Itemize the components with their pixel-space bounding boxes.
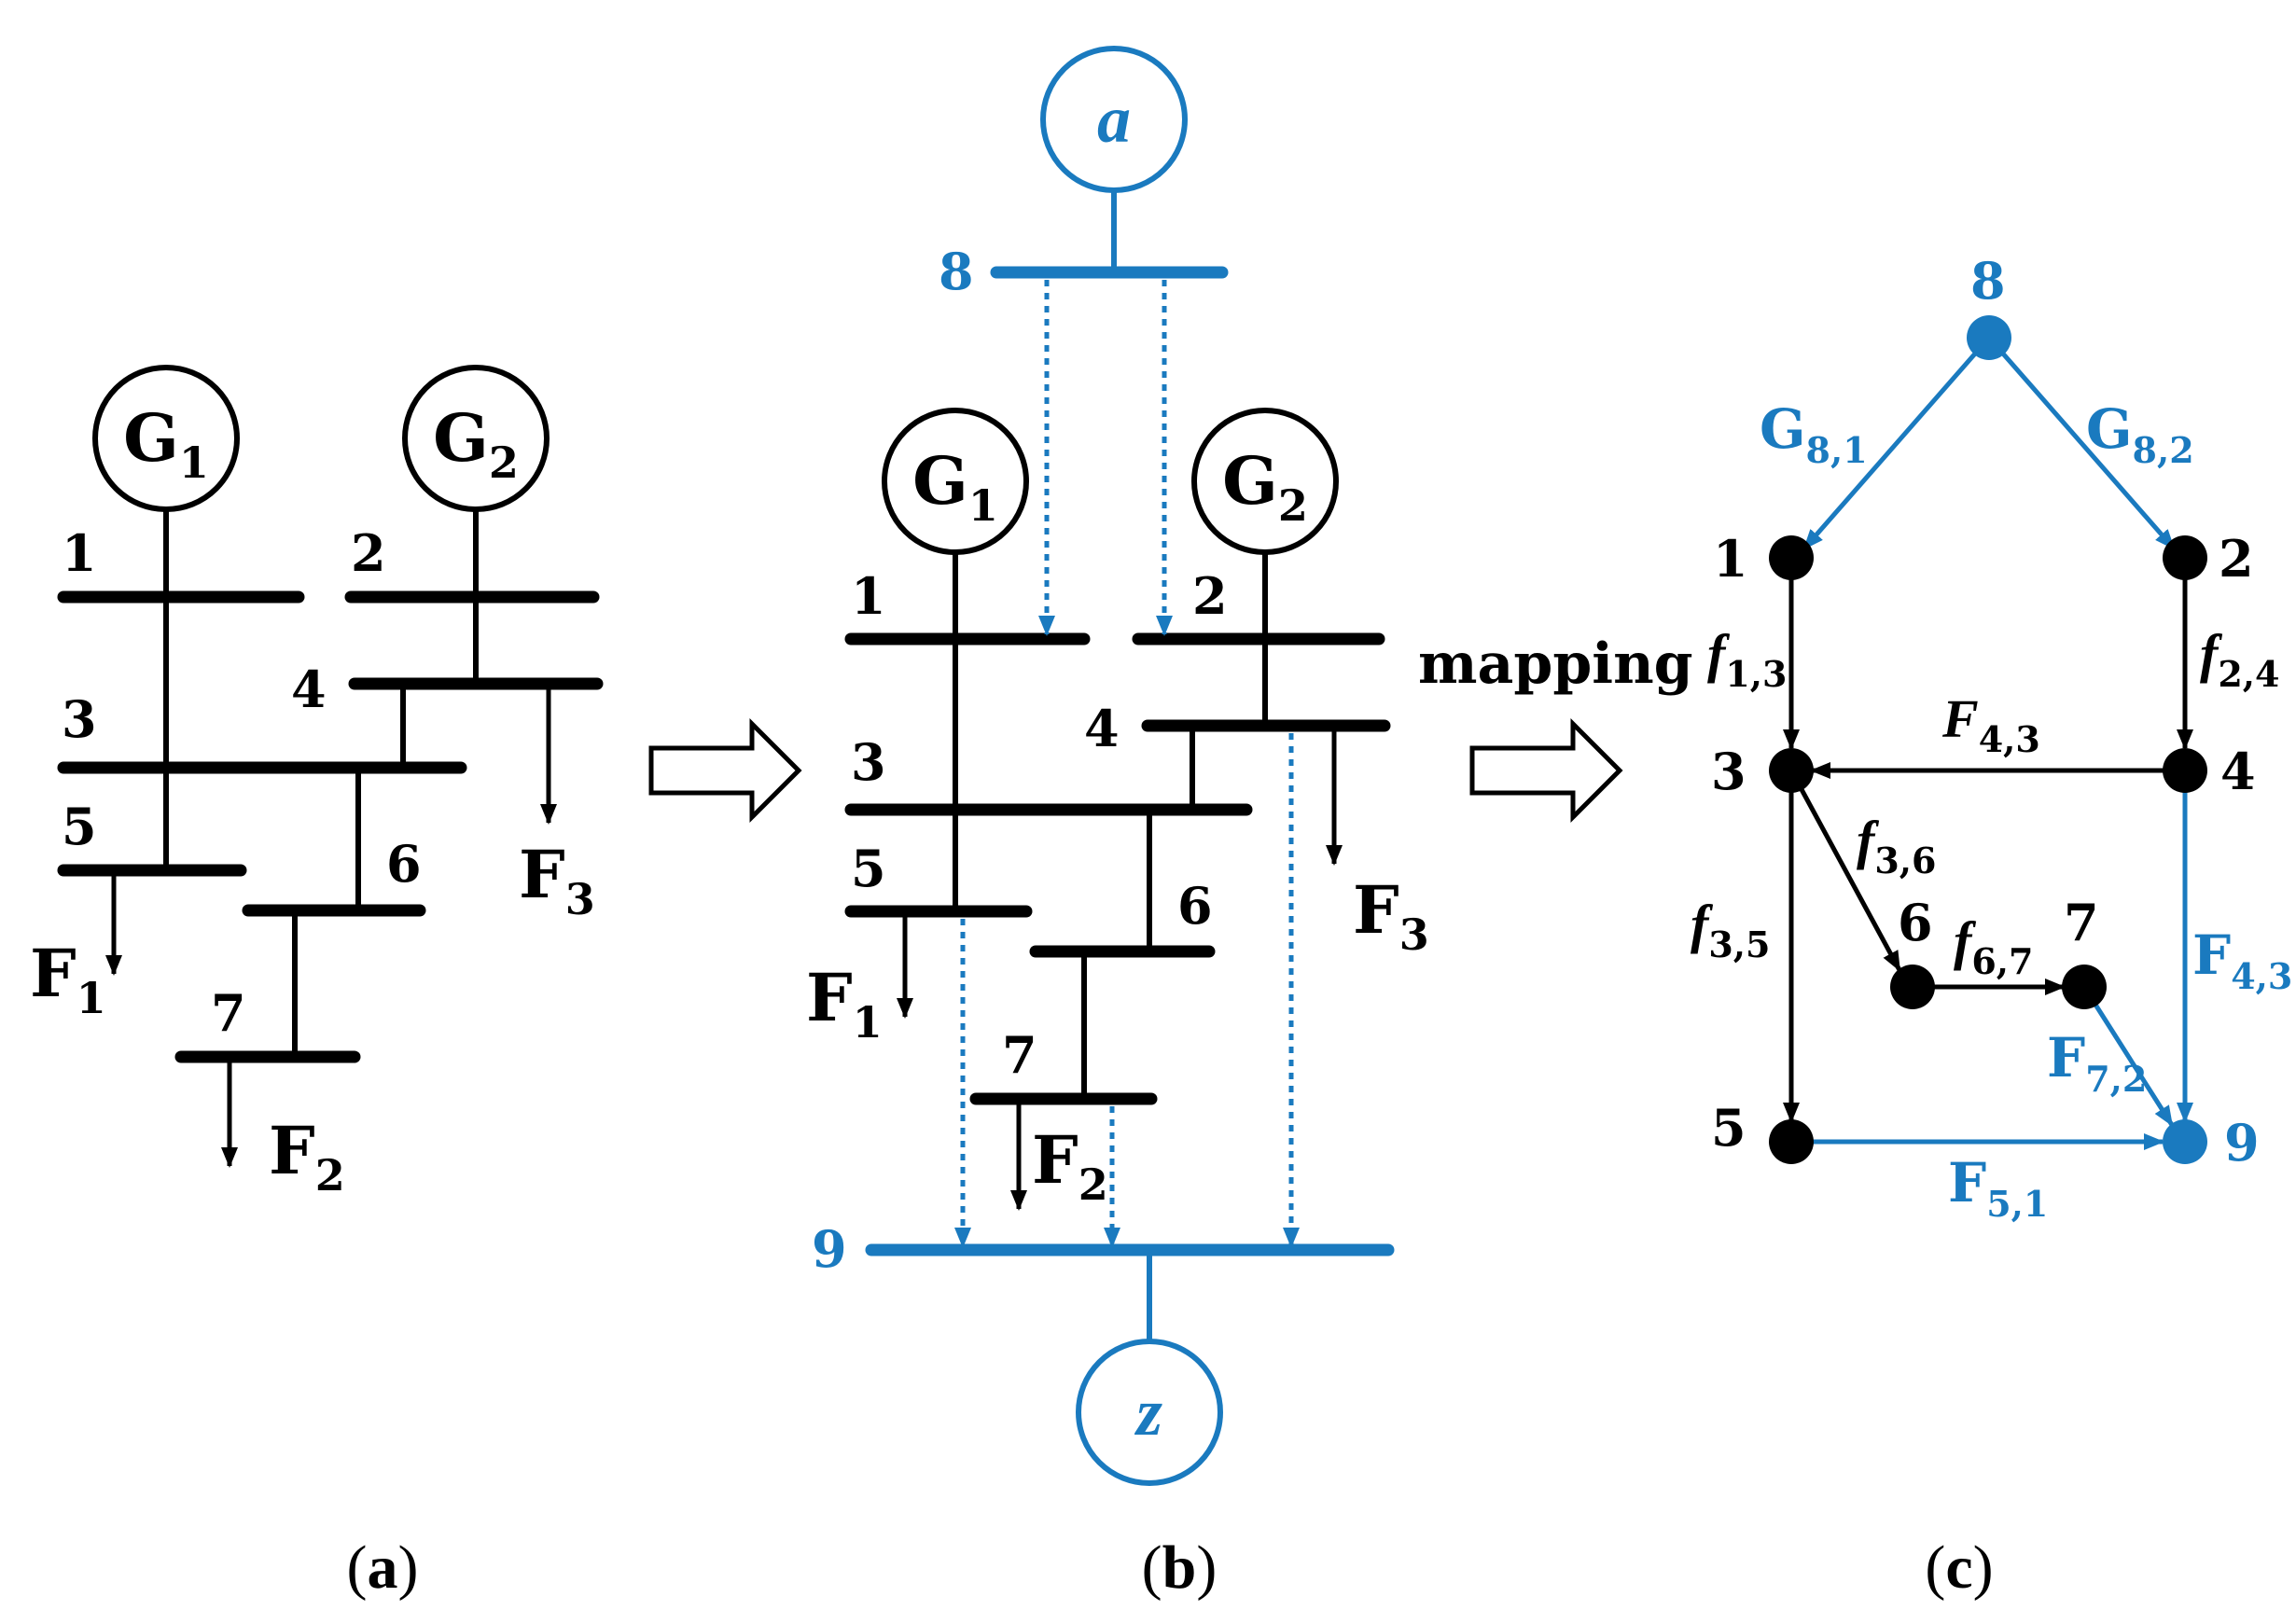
caption-b: (b) xyxy=(1142,1534,1218,1602)
panel-b: a 8 9 z G1 G2 xyxy=(806,46,1429,1486)
bus-label-5: 5 xyxy=(62,797,97,856)
bus-label-6-b: 6 xyxy=(1177,876,1213,936)
edge-3-6 xyxy=(1788,769,1902,972)
generator-g2: G2 xyxy=(402,365,550,512)
node-label-3: 3 xyxy=(1711,742,1746,801)
node-8 xyxy=(1967,315,2011,360)
node-label-4: 4 xyxy=(2220,742,2256,801)
bus-label-4: 4 xyxy=(291,659,327,719)
node-2 xyxy=(2163,535,2207,580)
bus-label-3-b: 3 xyxy=(851,732,886,792)
generator-g2-b: G2 xyxy=(1191,408,1339,555)
edge-label-f13: f1,3 xyxy=(1707,623,1787,695)
edge-label-f24: f2,4 xyxy=(2200,623,2279,695)
edge-label-f79: F7,2 xyxy=(2047,1026,2147,1100)
load-label-f1: F1 xyxy=(30,935,106,1023)
node-5 xyxy=(1769,1119,1814,1164)
node-3 xyxy=(1769,748,1814,793)
node-label-2: 2 xyxy=(2219,529,2254,589)
svg-text:G2: G2 xyxy=(1222,442,1308,531)
node-7 xyxy=(2062,965,2107,1009)
edge-label-f67: f6,7 xyxy=(1954,910,2033,982)
bus-label-8: 8 xyxy=(939,242,974,301)
node-label-5: 5 xyxy=(1711,1098,1746,1158)
edge-label-f59: F5,1 xyxy=(1948,1151,2048,1225)
bus-label-1: 1 xyxy=(62,523,97,583)
mapping-label: mapping xyxy=(1418,632,1693,697)
load-label-f3-b: F3 xyxy=(1353,871,1429,960)
panel-a: G1 G2 1 2 4 xyxy=(30,365,604,1201)
edge-8-1 xyxy=(1802,336,1991,550)
node-1 xyxy=(1769,535,1814,580)
edge-7-9 xyxy=(2081,985,2175,1127)
bus-label-5-b: 5 xyxy=(851,839,886,898)
node-label-9: 9 xyxy=(2224,1113,2260,1173)
node-label-8: 8 xyxy=(1970,251,2006,311)
bus-label-7: 7 xyxy=(211,983,246,1043)
edge-label-f36: f3,6 xyxy=(1857,810,1936,881)
node-9 xyxy=(2163,1119,2207,1164)
load-label-f3: F3 xyxy=(519,836,595,924)
bus-label-3: 3 xyxy=(62,689,97,749)
bus-label-9: 9 xyxy=(812,1219,847,1279)
node-4 xyxy=(2163,748,2207,793)
svg-text:G1: G1 xyxy=(912,442,998,531)
load-label-f1-b: F1 xyxy=(806,959,883,1048)
node-label-6: 6 xyxy=(1898,893,1933,952)
edge-label-g82: G8,2 xyxy=(2086,397,2194,471)
svg-text:a: a xyxy=(1097,82,1131,157)
bus-label-4-b: 4 xyxy=(1084,699,1120,758)
edge-label-f43: F4,3 xyxy=(1941,688,2040,760)
svg-text:z: z xyxy=(1134,1375,1162,1450)
edge-label-f35: f3,5 xyxy=(1691,894,1770,965)
generator-g1-b: G1 xyxy=(882,408,1029,555)
bus-label-1-b: 1 xyxy=(851,566,886,626)
bus-label-2: 2 xyxy=(351,523,386,583)
panel-c: 8 1 2 3 4 6 7 5 9 G8,1 G8,2 f1,3 f2,4 F4… xyxy=(1691,251,2292,1225)
bus-label-6: 6 xyxy=(386,834,422,894)
generator-g1: G1 xyxy=(92,365,240,512)
svg-text:G1: G1 xyxy=(123,399,209,488)
load-label-f2: F2 xyxy=(269,1112,345,1201)
bus-label-2-b: 2 xyxy=(1192,566,1228,626)
source-node-a: a xyxy=(1040,46,1188,193)
edge-label-f49: F4,3 xyxy=(2192,923,2292,997)
caption-c: (c) xyxy=(1925,1534,1993,1602)
edge-8-2 xyxy=(1987,336,2176,550)
load-label-f2-b: F2 xyxy=(1032,1121,1108,1210)
svg-text:G2: G2 xyxy=(433,399,519,488)
transform-arrow-ab xyxy=(648,717,802,824)
sink-node-z: z xyxy=(1076,1339,1223,1486)
node-label-7: 7 xyxy=(2064,893,2099,952)
node-label-1: 1 xyxy=(1713,529,1748,589)
edge-label-g81: G8,1 xyxy=(1760,397,1868,471)
transform-arrow-bc xyxy=(1469,717,1623,824)
node-6 xyxy=(1890,965,1935,1009)
bus-label-7-b: 7 xyxy=(1002,1025,1037,1085)
caption-a: (a) xyxy=(347,1534,419,1602)
